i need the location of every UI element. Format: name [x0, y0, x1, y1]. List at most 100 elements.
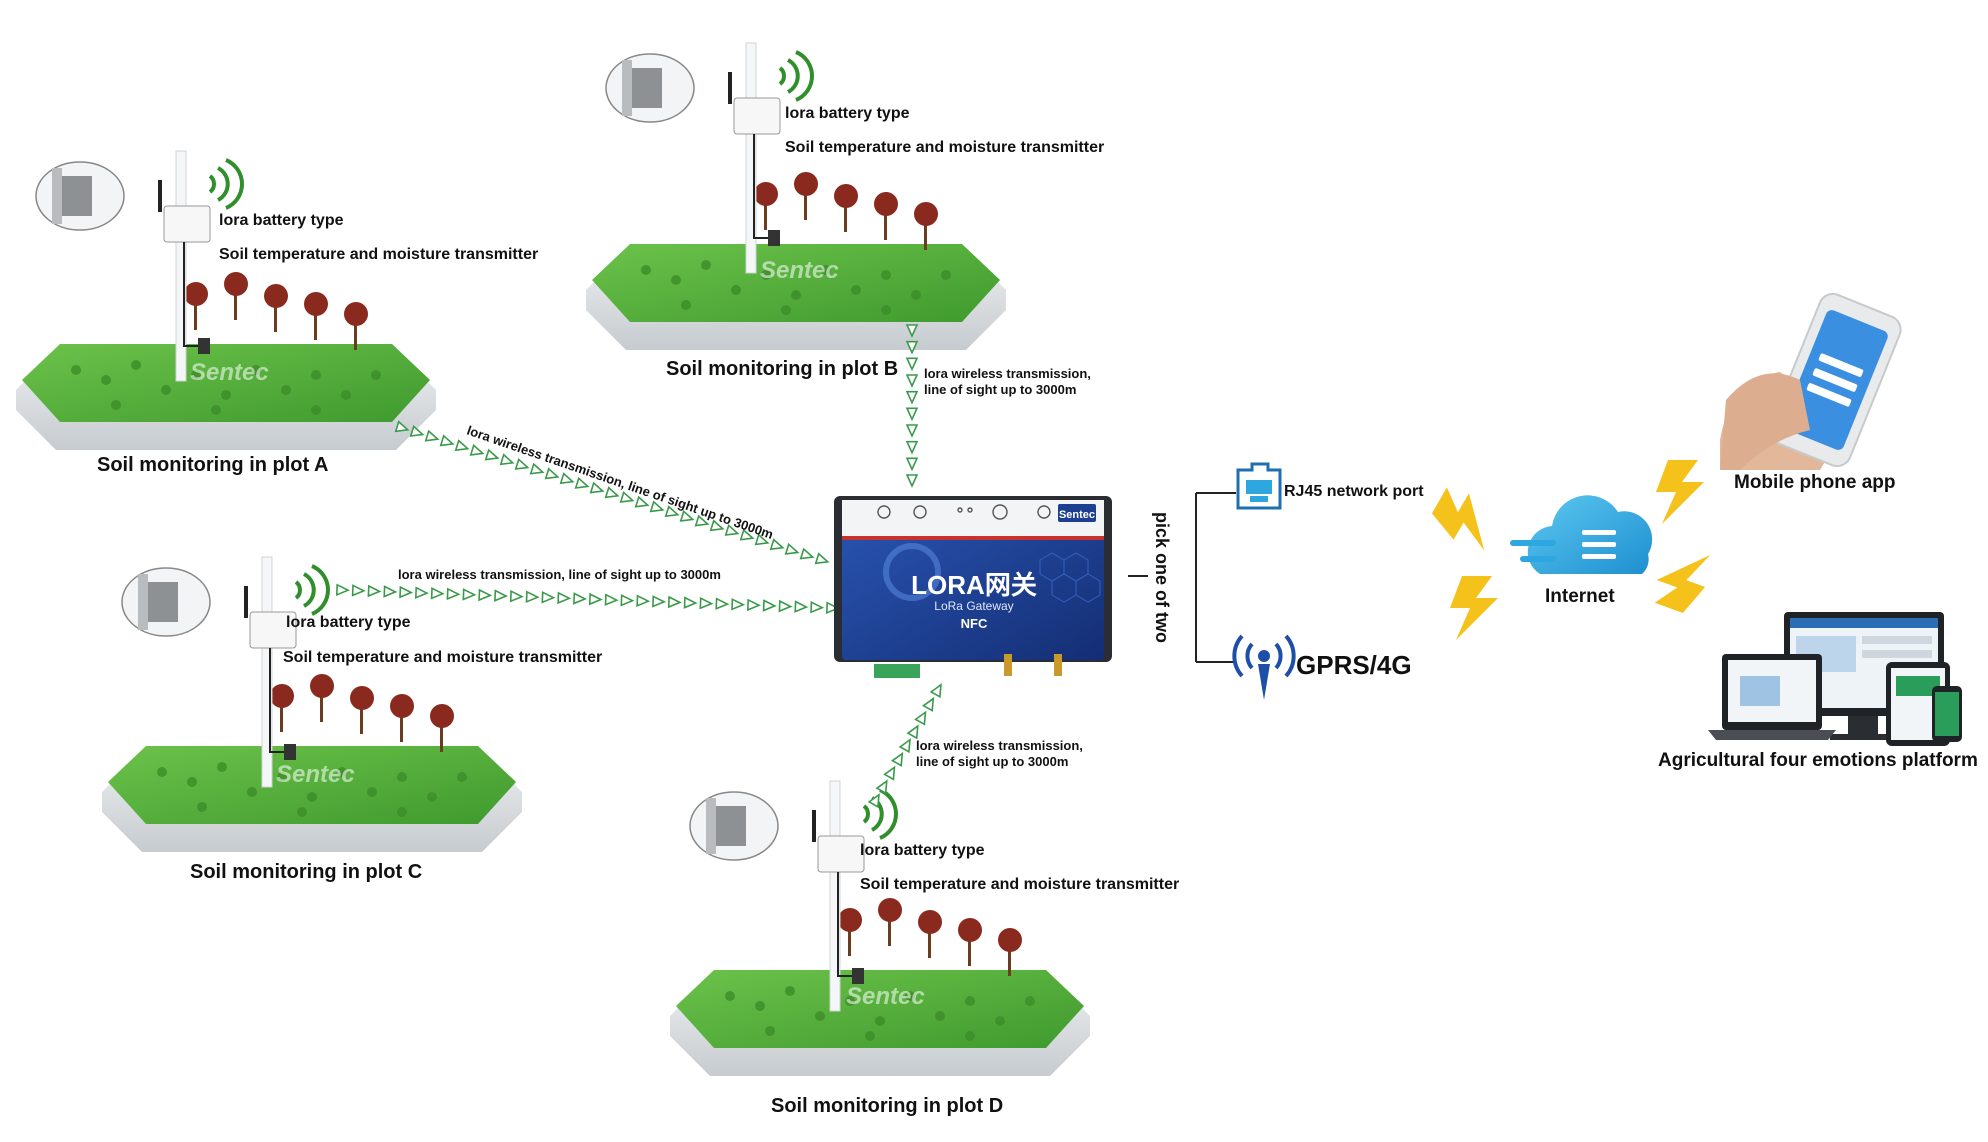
arrow-mark-c	[810, 600, 825, 614]
arrow-mark-c	[446, 587, 461, 601]
arrow-mark-a	[664, 505, 680, 518]
arrow-mark-c	[367, 584, 382, 598]
gateway-brand-logo	[1058, 504, 1096, 522]
platform-devices-icon	[1708, 612, 1962, 746]
transmission-label-b-line1: lora wireless transmission,	[924, 366, 1091, 381]
arrow-mark-a	[514, 458, 530, 470]
arrow-mark-a	[739, 528, 755, 541]
arrow-mark-a	[499, 453, 515, 466]
arrow-mark-b	[905, 340, 919, 355]
plot-b-title: Soil monitoring in plot B	[666, 358, 899, 380]
arrow-mark-a	[484, 448, 500, 461]
plot-b: Sentec	[586, 41, 1006, 350]
antenna-connector-2	[1054, 654, 1062, 676]
gateway-ports-icon	[877, 504, 1051, 520]
arrow-mark-a	[649, 500, 665, 513]
arrow-mark-c	[541, 591, 556, 604]
arrow-mark-c	[462, 588, 477, 601]
gprs-antenna-icon	[1232, 634, 1296, 700]
plot-c-title: Soil monitoring in plot C	[190, 861, 423, 883]
arrow-mark-d	[898, 738, 911, 754]
arrow-mark-c	[683, 596, 698, 609]
arrow-mark-a	[544, 467, 560, 480]
plot-d-device-type: lora battery type	[860, 842, 985, 859]
plot-c-device-name: Soil temperature and moisture transmitte…	[283, 649, 603, 666]
arrow-mark-c	[509, 589, 524, 603]
plot-a-title: Soil monitoring in plot A	[97, 454, 329, 476]
arrow-mark-a	[559, 472, 575, 485]
arrow-mark-c	[746, 598, 761, 612]
mobile-app-label: Mobile phone app	[1734, 472, 1896, 493]
arrow-mark-a	[604, 486, 620, 499]
arrow-mark-c	[778, 599, 793, 613]
arrow-mark-d	[922, 696, 935, 712]
arrow-mark-a	[679, 509, 695, 522]
arrow-mark-d	[875, 779, 888, 795]
plot-b-transmitter-icon	[604, 41, 814, 275]
arrow-mark-c	[762, 599, 777, 612]
arrow-mark-a	[424, 429, 440, 442]
arrow-mark-c	[620, 594, 635, 607]
arrow-mark-b	[905, 357, 919, 372]
rj45-label: RJ45 network port	[1284, 483, 1424, 500]
arrow-mark-d	[929, 683, 942, 699]
arrow-mark-c	[494, 589, 509, 602]
arrow-mark-a	[439, 434, 455, 447]
arrow-mark-c	[699, 596, 714, 610]
arrow-mark-d	[867, 793, 880, 809]
plot-a-device-name: Soil temperature and moisture transmitte…	[219, 246, 539, 263]
gprs-label: GPRS/4G	[1296, 650, 1412, 680]
transmission-label-a: lora wireless transmission, line of sigh…	[465, 423, 775, 542]
arrow-mark-d	[891, 751, 904, 767]
arrow-mark-a	[574, 476, 590, 489]
gateway-nfc: NFC	[961, 616, 988, 631]
arrow-mark-c	[604, 593, 619, 606]
transmission-label-b-line2: line of sight up to 3000m	[924, 382, 1077, 397]
internet-label: Internet	[1545, 586, 1615, 607]
arrow-mark-c	[636, 594, 651, 608]
cloud-icon	[1510, 495, 1653, 574]
transmission-arrows-b	[905, 324, 919, 488]
arrow-mark-a	[709, 519, 725, 532]
plot-a: Sentec	[16, 149, 436, 450]
plot-d: Sentec	[670, 779, 1090, 1076]
arrow-mark-d	[914, 710, 927, 726]
arrow-mark-c	[794, 600, 809, 613]
arrow-mark-c	[478, 588, 493, 602]
arrow-mark-c	[383, 585, 398, 598]
arrow-mark-a	[589, 481, 605, 494]
arrow-mark-b	[905, 474, 919, 488]
arrow-mark-c	[731, 598, 746, 611]
arrow-mark-b	[905, 390, 919, 405]
plot-a-device-type: lora battery type	[219, 212, 344, 229]
arrow-mark-c	[715, 597, 730, 610]
arrow-mark-a	[619, 491, 635, 503]
lightning-icon-platform	[1649, 540, 1717, 618]
arrow-mark-b	[905, 374, 919, 388]
arrow-mark-a	[784, 542, 800, 555]
arrow-mark-a	[754, 533, 770, 546]
arrow-mark-c	[525, 590, 540, 604]
mobile-phone-icon	[1720, 292, 1902, 470]
arrow-mark-a	[814, 552, 830, 565]
platform-label: Agricultural four emotions platform	[1658, 750, 1978, 771]
arrow-mark-c	[573, 592, 588, 605]
lightning-icon-gprs	[1450, 576, 1498, 640]
plot-d-title: Soil monitoring in plot D	[771, 1095, 1004, 1117]
arrow-mark-d	[906, 724, 919, 740]
arrow-mark-a	[469, 443, 485, 456]
arrow-mark-a	[454, 439, 470, 452]
arrow-mark-b	[905, 440, 919, 455]
arrow-mark-c	[430, 587, 445, 600]
plot-c-watermark: Sentec	[276, 761, 355, 788]
arrow-mark-a	[409, 425, 425, 437]
gateway-brand: Sentec	[1059, 509, 1095, 521]
lightning-icon-mobile	[1656, 460, 1704, 524]
plot-b-device-type: lora battery type	[785, 105, 910, 122]
antenna-connector-1	[1004, 654, 1012, 676]
lora-gateway: Sentec LORA网关 LoRa Gateway NFC	[834, 496, 1112, 678]
arrow-mark-c	[588, 592, 603, 606]
arrow-mark-a	[724, 524, 740, 536]
lightning-icon-rj45	[1425, 482, 1506, 556]
arrow-mark-c	[825, 601, 840, 615]
